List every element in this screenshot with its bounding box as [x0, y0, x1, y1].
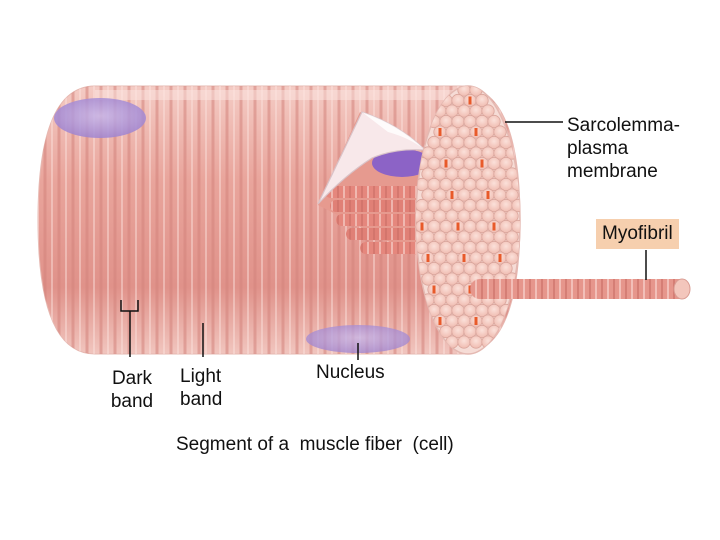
myofibril-core-mark	[492, 222, 496, 231]
myofibril-core-mark	[444, 159, 448, 168]
myofibril-core-mark	[498, 254, 502, 262]
myofibril-cross-section	[511, 240, 520, 255]
myofibril-label: Myofibril	[596, 219, 679, 249]
myofibril-core-mark	[438, 317, 442, 325]
nucleus-top-left	[54, 98, 146, 138]
myofibril-cross-section	[487, 114, 501, 129]
nucleus-bottom	[306, 325, 410, 353]
myofibril-cross-section	[481, 104, 495, 118]
myofibril-cross-section	[493, 125, 507, 139]
myofibril-core-mark	[486, 191, 490, 199]
myofibril-cross-section	[469, 335, 483, 349]
myofibril-core-mark	[468, 285, 472, 294]
myofibril-cross-section	[457, 335, 471, 349]
dark-band-label: Dark band	[110, 368, 154, 412]
myofibril-cross-section	[481, 335, 495, 349]
myofibril-cross-section	[505, 209, 519, 223]
dark-band-bracket	[120, 300, 139, 357]
cutaway-region	[317, 111, 444, 255]
myofibril-cross-section	[499, 261, 513, 276]
myofibril-cross-section	[475, 93, 489, 108]
myofibril-core-mark	[468, 96, 472, 105]
nucleus-cutaway	[372, 149, 432, 177]
myofibril-cross-section	[511, 198, 520, 213]
myofibril-core-mark	[474, 128, 478, 136]
nucleus-label: Nucleus	[316, 362, 385, 383]
myofibril-cross-section	[505, 230, 519, 244]
myofibril-cross-section	[505, 188, 519, 202]
myofibril-core-mark	[462, 254, 466, 262]
myofibril-core-mark	[426, 254, 430, 262]
myofibril-cross-section	[499, 156, 513, 171]
myofibril-cross-section	[511, 219, 520, 234]
myofibril-core-mark	[420, 222, 424, 231]
myofibril-rod	[470, 278, 691, 300]
myofibril-core-mark	[474, 317, 478, 325]
light-band-label: Light band	[180, 366, 223, 410]
myofibril-core-mark	[432, 285, 436, 294]
myofibril-core-mark	[450, 191, 454, 199]
sarcolemma-label: Sarcolemma- plasma membrane	[567, 115, 680, 182]
myofibril-core-mark	[456, 222, 460, 231]
myofibril-core-mark	[438, 128, 442, 136]
fiber-end-face	[415, 85, 521, 355]
figure-caption: Segment of a muscle fiber (cell)	[176, 434, 454, 455]
myofibril-core-mark	[480, 159, 484, 168]
